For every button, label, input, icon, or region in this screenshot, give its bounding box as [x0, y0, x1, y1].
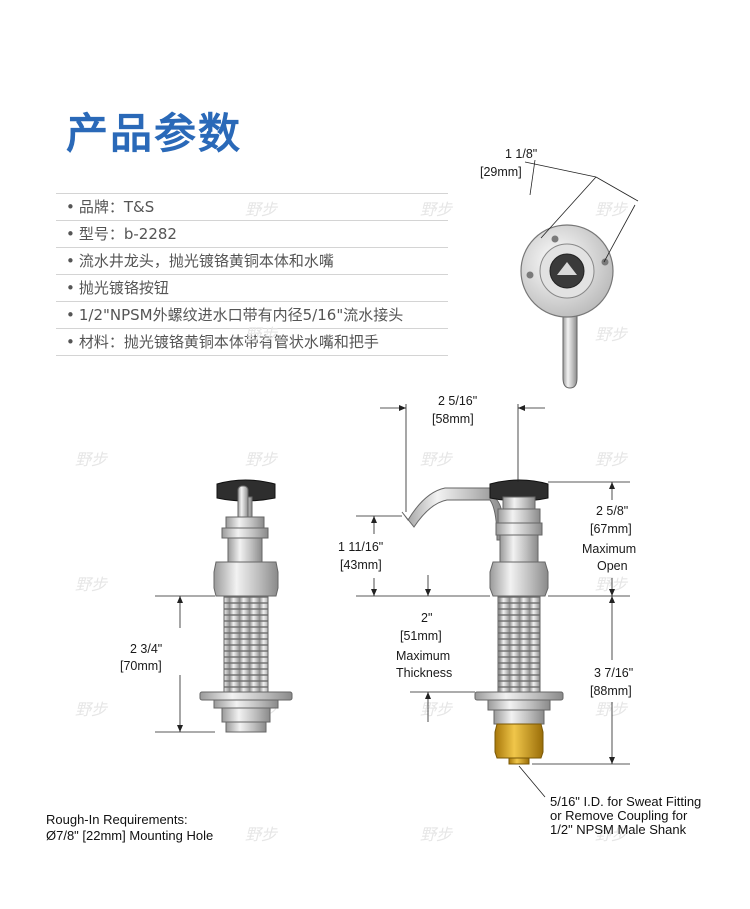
- spec-item-model: •型号：b-2282: [56, 221, 448, 248]
- hex-nut-left: [213, 561, 279, 597]
- spec-item-material: •材料：抛光镀铬黄铜本体带有管状水嘴和把手: [56, 329, 448, 356]
- svg-text:野步: 野步: [245, 200, 279, 219]
- watermark: 野步 野步 野步 野步 野步 野步 野步 野步 野步 野步 野步 野步 野步 野…: [75, 200, 629, 844]
- svg-text:野步: 野步: [75, 700, 109, 719]
- spout: [401, 487, 504, 541]
- top-diameter-in: 1 1/8": [505, 147, 537, 161]
- spec-item-brand: •品牌：T&S: [56, 194, 448, 221]
- svg-text:野步: 野步: [75, 575, 109, 594]
- hex-nut-right: [489, 561, 549, 597]
- sweat-note-line3: 1/2" NPSM Male Shank: [550, 822, 687, 837]
- handle-open-in: 2 5/8": [596, 504, 628, 518]
- handle-top-view: [562, 309, 578, 389]
- svg-text:野步: 野步: [245, 450, 279, 469]
- svg-text:野步: 野步: [245, 825, 279, 844]
- brass-coupling: [494, 723, 544, 759]
- thickness-in: 2": [421, 611, 432, 625]
- svg-text:野步: 野步: [595, 825, 629, 844]
- top-view: 1 1/8" [29mm]: [480, 147, 639, 389]
- svg-text:野步: 野步: [420, 200, 454, 219]
- svg-text:Thickness: Thickness: [396, 666, 452, 680]
- spec-item-button: •抛光镀铬按钮: [56, 275, 448, 302]
- svg-text:野步: 野步: [420, 450, 454, 469]
- svg-text:Maximum: Maximum: [582, 542, 636, 556]
- spec-list: •品牌：T&S •型号：b-2282 •流水井龙头，抛光镀铬黄铜本体和水嘴 •抛…: [56, 193, 448, 356]
- svg-text:野步: 野步: [595, 200, 629, 219]
- svg-text:野步: 野步: [245, 325, 279, 344]
- rough-in-hole: Ø7/8" [22mm] Mounting Hole: [46, 828, 213, 843]
- left-side-view: 2 3/4" [70mm]: [120, 479, 293, 733]
- right-side-view: 2 5/16" [58mm] 1 11/16" [43mm] 2" [51mm]…: [338, 394, 636, 798]
- rough-in-title: Rough-In Requirements:: [46, 812, 188, 827]
- spec-item-inlet: •1/2"NPSM外螺纹进水口带有内径5/16"流水接头: [56, 302, 448, 329]
- handle-open-mm: [67mm]: [590, 522, 632, 536]
- svg-text:野步: 野步: [595, 450, 629, 469]
- left-shank-in: 2 3/4": [130, 642, 162, 656]
- spout-reach-in: 2 5/16": [438, 394, 477, 408]
- svg-text:野步: 野步: [595, 325, 629, 344]
- svg-text:Open: Open: [597, 559, 628, 573]
- svg-text:野步: 野步: [420, 825, 454, 844]
- threaded-shank-left: [223, 595, 269, 695]
- spout-reach-mm: [58mm]: [432, 412, 474, 426]
- spout-height-in: 1 11/16": [338, 540, 383, 554]
- sweat-note-line1: 5/16" I.D. for Sweat Fitting: [550, 794, 701, 809]
- thickness-mm: [51mm]: [400, 629, 442, 643]
- left-shank-mm: [70mm]: [120, 659, 162, 673]
- sweat-note-line2: or Remove Coupling for: [550, 808, 688, 823]
- svg-text:Maximum: Maximum: [396, 649, 450, 663]
- top-diameter-mm: [29mm]: [480, 165, 522, 179]
- knob-right: [489, 479, 549, 502]
- shank-mm: [88mm]: [590, 684, 632, 698]
- page-title: 产品参数: [66, 109, 243, 158]
- logo-icon: [557, 262, 577, 275]
- svg-text:野步: 野步: [420, 700, 454, 719]
- spec-item-type: •流水井龙头，抛光镀铬黄铜本体和水嘴: [56, 248, 448, 275]
- threaded-shank-right: [497, 595, 541, 695]
- svg-text:野步: 野步: [75, 450, 109, 469]
- spout-height-mm: [43mm]: [340, 558, 382, 572]
- lock-nut-left: [221, 707, 271, 723]
- shank-in: 3 7/16": [594, 666, 633, 680]
- leader-line: [518, 765, 546, 798]
